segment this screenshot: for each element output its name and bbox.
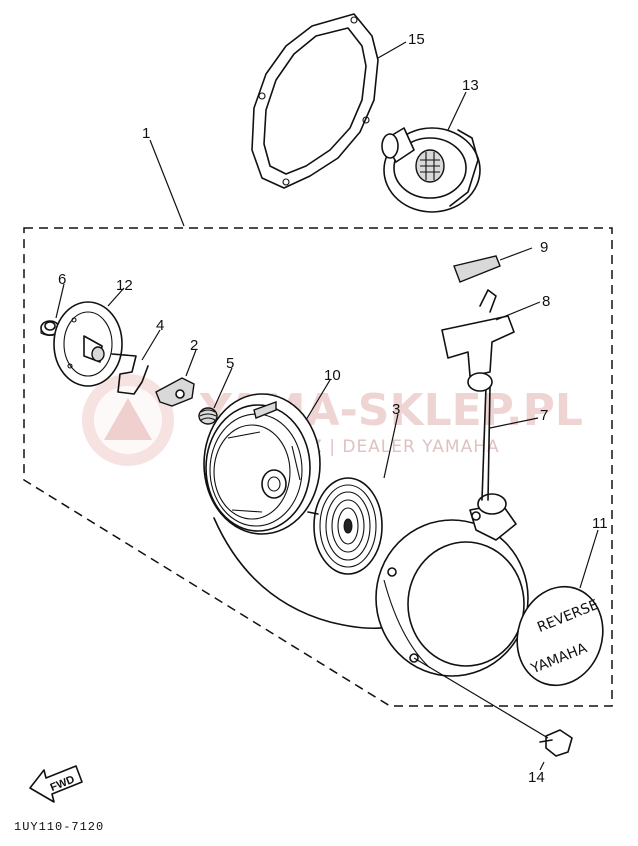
part-8-starter-handle bbox=[441, 289, 515, 392]
starter-rope bbox=[213, 517, 393, 630]
watermark-logo bbox=[82, 374, 174, 466]
part-9-handle-cap bbox=[453, 255, 501, 283]
watermark: YAMA-SKLEP.PL W... WICZ | DEALER YAMAHA bbox=[82, 374, 583, 466]
part-4-spring-clip bbox=[111, 353, 149, 395]
callout-14: 14 bbox=[528, 769, 545, 786]
part-13-drive-pulley bbox=[381, 127, 481, 213]
callout-1: 1 bbox=[142, 125, 150, 142]
callout-3: 3 bbox=[392, 401, 400, 418]
part-7-rope bbox=[481, 385, 491, 501]
part-2-pawl bbox=[155, 377, 195, 407]
fwd-arrow: FWD bbox=[29, 765, 83, 803]
callout-11: 11 bbox=[592, 515, 608, 532]
part-3-recoil-spring bbox=[307, 477, 383, 575]
callout-8: 8 bbox=[542, 293, 550, 310]
part-14-bolt bbox=[539, 729, 573, 757]
part-11-starter-case bbox=[375, 493, 529, 677]
part-5-pawl-spring bbox=[198, 407, 218, 425]
callout-10: 10 bbox=[324, 367, 341, 384]
part-12-drive-plate bbox=[53, 301, 123, 387]
callout-13: 13 bbox=[462, 77, 479, 94]
fwd-arrow-icon bbox=[29, 765, 83, 803]
callout-15: 15 bbox=[408, 31, 425, 48]
callout-6: 6 bbox=[58, 271, 66, 288]
callout-5: 5 bbox=[226, 355, 234, 372]
callout-7: 7 bbox=[540, 407, 548, 424]
diagram-code: 1UY110-7120 bbox=[14, 820, 104, 834]
leader-lines bbox=[55, 41, 599, 771]
part-10-sheave-drum bbox=[203, 393, 321, 535]
callout-9: 9 bbox=[540, 239, 548, 256]
assembly-boundary bbox=[23, 227, 613, 707]
callout-4: 4 bbox=[156, 317, 164, 334]
part-11-reverse-emblem: REVERSE YAMAHA bbox=[516, 585, 604, 687]
part-15-gasket bbox=[251, 13, 379, 189]
callout-numbers: 1 2 3 4 5 6 7 8 9 10 11 12 13 14 15 bbox=[58, 31, 608, 786]
callout-12: 12 bbox=[116, 277, 133, 294]
callout-2: 2 bbox=[190, 337, 198, 354]
